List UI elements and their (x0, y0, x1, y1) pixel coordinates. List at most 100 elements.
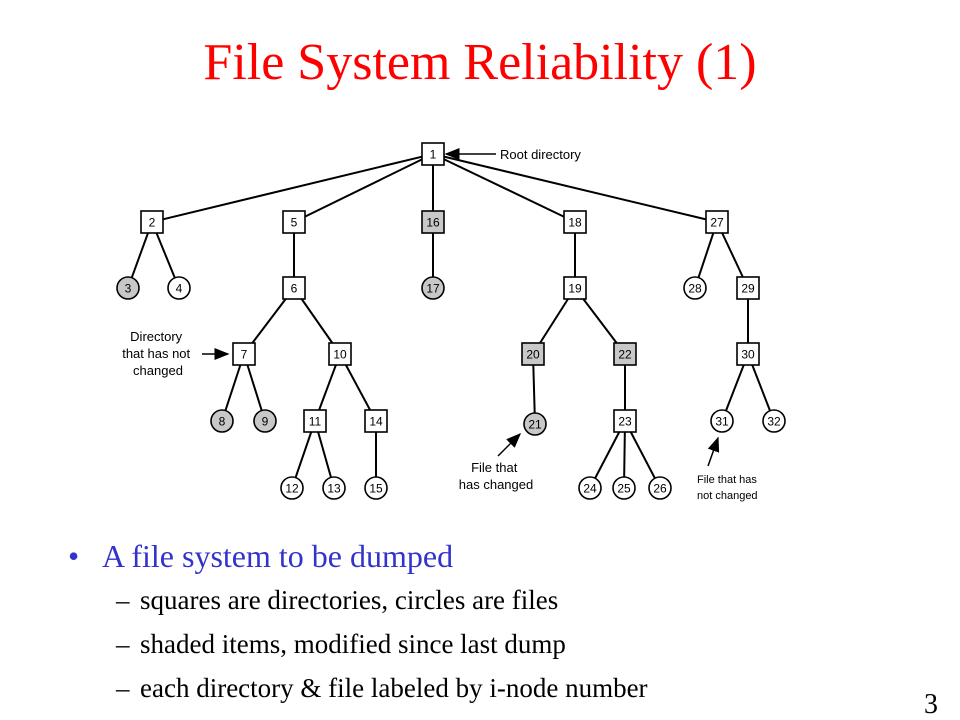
directory-square (736, 276, 760, 300)
file-circle (280, 476, 304, 500)
tree-edge-1-5 (304, 158, 423, 218)
directory-node-22: 22 (613, 342, 637, 366)
inode-number-label: 31 (715, 415, 729, 429)
directory-node-5: 5 (282, 210, 306, 234)
inode-number-label: 23 (618, 415, 632, 429)
file-circle (364, 476, 388, 500)
directory-node-23: 23 (613, 409, 637, 433)
slide-title: File System Reliability (1) (203, 34, 757, 91)
file-circle (322, 476, 346, 500)
tree-edge-7-8 (224, 364, 242, 411)
directory-square (563, 210, 587, 234)
directory-square (613, 409, 637, 433)
tree-edge-10-14 (345, 364, 371, 411)
inode-number-label: 2 (149, 216, 156, 230)
file-circle (578, 476, 602, 500)
sub-bullet-text: shaded items, modified since last dump (140, 629, 566, 659)
dir-unchanged-line-2: that has not (122, 346, 190, 361)
inode-number-label: 18 (568, 216, 582, 230)
file-node-3: 3 (116, 276, 140, 300)
inode-number-label: 14 (369, 415, 383, 429)
file-node-31: 31 (710, 409, 734, 433)
directory-node-27: 27 (705, 210, 729, 234)
file-node-17: 17 (421, 276, 445, 300)
file-unchanged-label: File that has not changed (697, 474, 760, 502)
tree-edge-2-3 (130, 232, 149, 279)
file-circle (253, 409, 277, 433)
bullet-list: • A file system to be dumped – squares a… (68, 534, 908, 710)
file-circle (683, 276, 707, 300)
directory-node-19: 19 (563, 276, 587, 300)
file-changed-line-2: has changed (459, 477, 533, 492)
inode-number-label: 5 (291, 216, 298, 230)
main-bullet-text: A file system to be dumped (102, 538, 454, 574)
tree-edge-23-25 (623, 431, 626, 478)
sub-bullet: – squares are directories, circles are f… (116, 578, 908, 622)
file-node-8: 8 (210, 409, 234, 433)
directory-square (282, 210, 306, 234)
directory-node-7: 7 (232, 342, 256, 366)
file-node-15: 15 (364, 476, 388, 500)
directory-node-30: 30 (736, 342, 760, 366)
directory-node-6: 6 (282, 276, 306, 300)
file-circle (167, 276, 191, 300)
tree-edge-23-24 (594, 431, 621, 479)
dir-unchanged-line-3: changed (133, 363, 183, 378)
inode-number-label: 8 (219, 415, 226, 429)
tree-edge-30-31 (725, 364, 745, 412)
file-circle (762, 409, 786, 433)
inode-number-label: 3 (125, 282, 132, 296)
dash-icon: – (116, 673, 130, 703)
inode-number-label: 29 (741, 282, 755, 296)
directory-node-10: 10 (328, 342, 352, 366)
tree-edge-27-29 (721, 232, 744, 278)
file-circle (421, 276, 445, 300)
directory-square (421, 142, 445, 166)
file-node-32: 32 (762, 409, 786, 433)
main-bullet: • A file system to be dumped (68, 534, 908, 578)
inode-number-label: 12 (285, 482, 299, 496)
inode-number-label: 22 (618, 348, 632, 362)
tree-edge-1-18 (443, 158, 565, 218)
sub-bullet: – each directory & file labeled by i-nod… (116, 666, 908, 710)
file-circle (648, 476, 672, 500)
tree-edge-10-11 (318, 364, 337, 411)
tree-edge-6-10 (300, 298, 334, 344)
tree-edge-19-22 (582, 298, 618, 344)
file-circle (210, 409, 234, 433)
file-changed-label: File that has changed (459, 460, 533, 492)
directory-node-20: 20 (521, 342, 545, 366)
directory-node-16: 16 (421, 210, 445, 234)
file-unchanged-arrow (707, 436, 720, 467)
inode-number-label: 30 (741, 348, 755, 362)
directory-square (563, 276, 587, 300)
dash-icon: – (116, 629, 130, 659)
tree-edge-19-20 (539, 298, 569, 344)
directory-node-11: 11 (303, 409, 327, 433)
file-node-21: 21 (523, 412, 547, 436)
inode-number-label: 27 (710, 216, 724, 230)
inode-number-label: 25 (617, 482, 631, 496)
inode-number-label: 15 (369, 482, 383, 496)
directory-square (328, 342, 352, 366)
directory-square (364, 409, 388, 433)
sub-bullet-text: squares are directories, circles are fil… (140, 585, 559, 615)
directory-square (521, 342, 545, 366)
tree-edge-20-21 (532, 364, 536, 414)
directory-square (613, 342, 637, 366)
sub-bullet: – shaded items, modified since last dump (116, 622, 908, 666)
inode-number-label: 28 (688, 282, 702, 296)
tree-edge-7-9 (246, 364, 263, 411)
file-unchanged-line-2: not changed (697, 490, 758, 502)
inode-number-label: 4 (176, 282, 183, 296)
file-node-26: 26 (648, 476, 672, 500)
tree-edge-27-28 (697, 232, 715, 278)
inode-number-label: 7 (241, 348, 248, 362)
dash-icon: – (116, 585, 130, 615)
directory-node-1: 1 (421, 142, 445, 166)
directory-node-14: 14 (364, 409, 388, 433)
dir-unchanged-label: Directory that has not changed (122, 329, 194, 378)
inode-number-label: 13 (327, 482, 341, 496)
directory-square (282, 276, 306, 300)
